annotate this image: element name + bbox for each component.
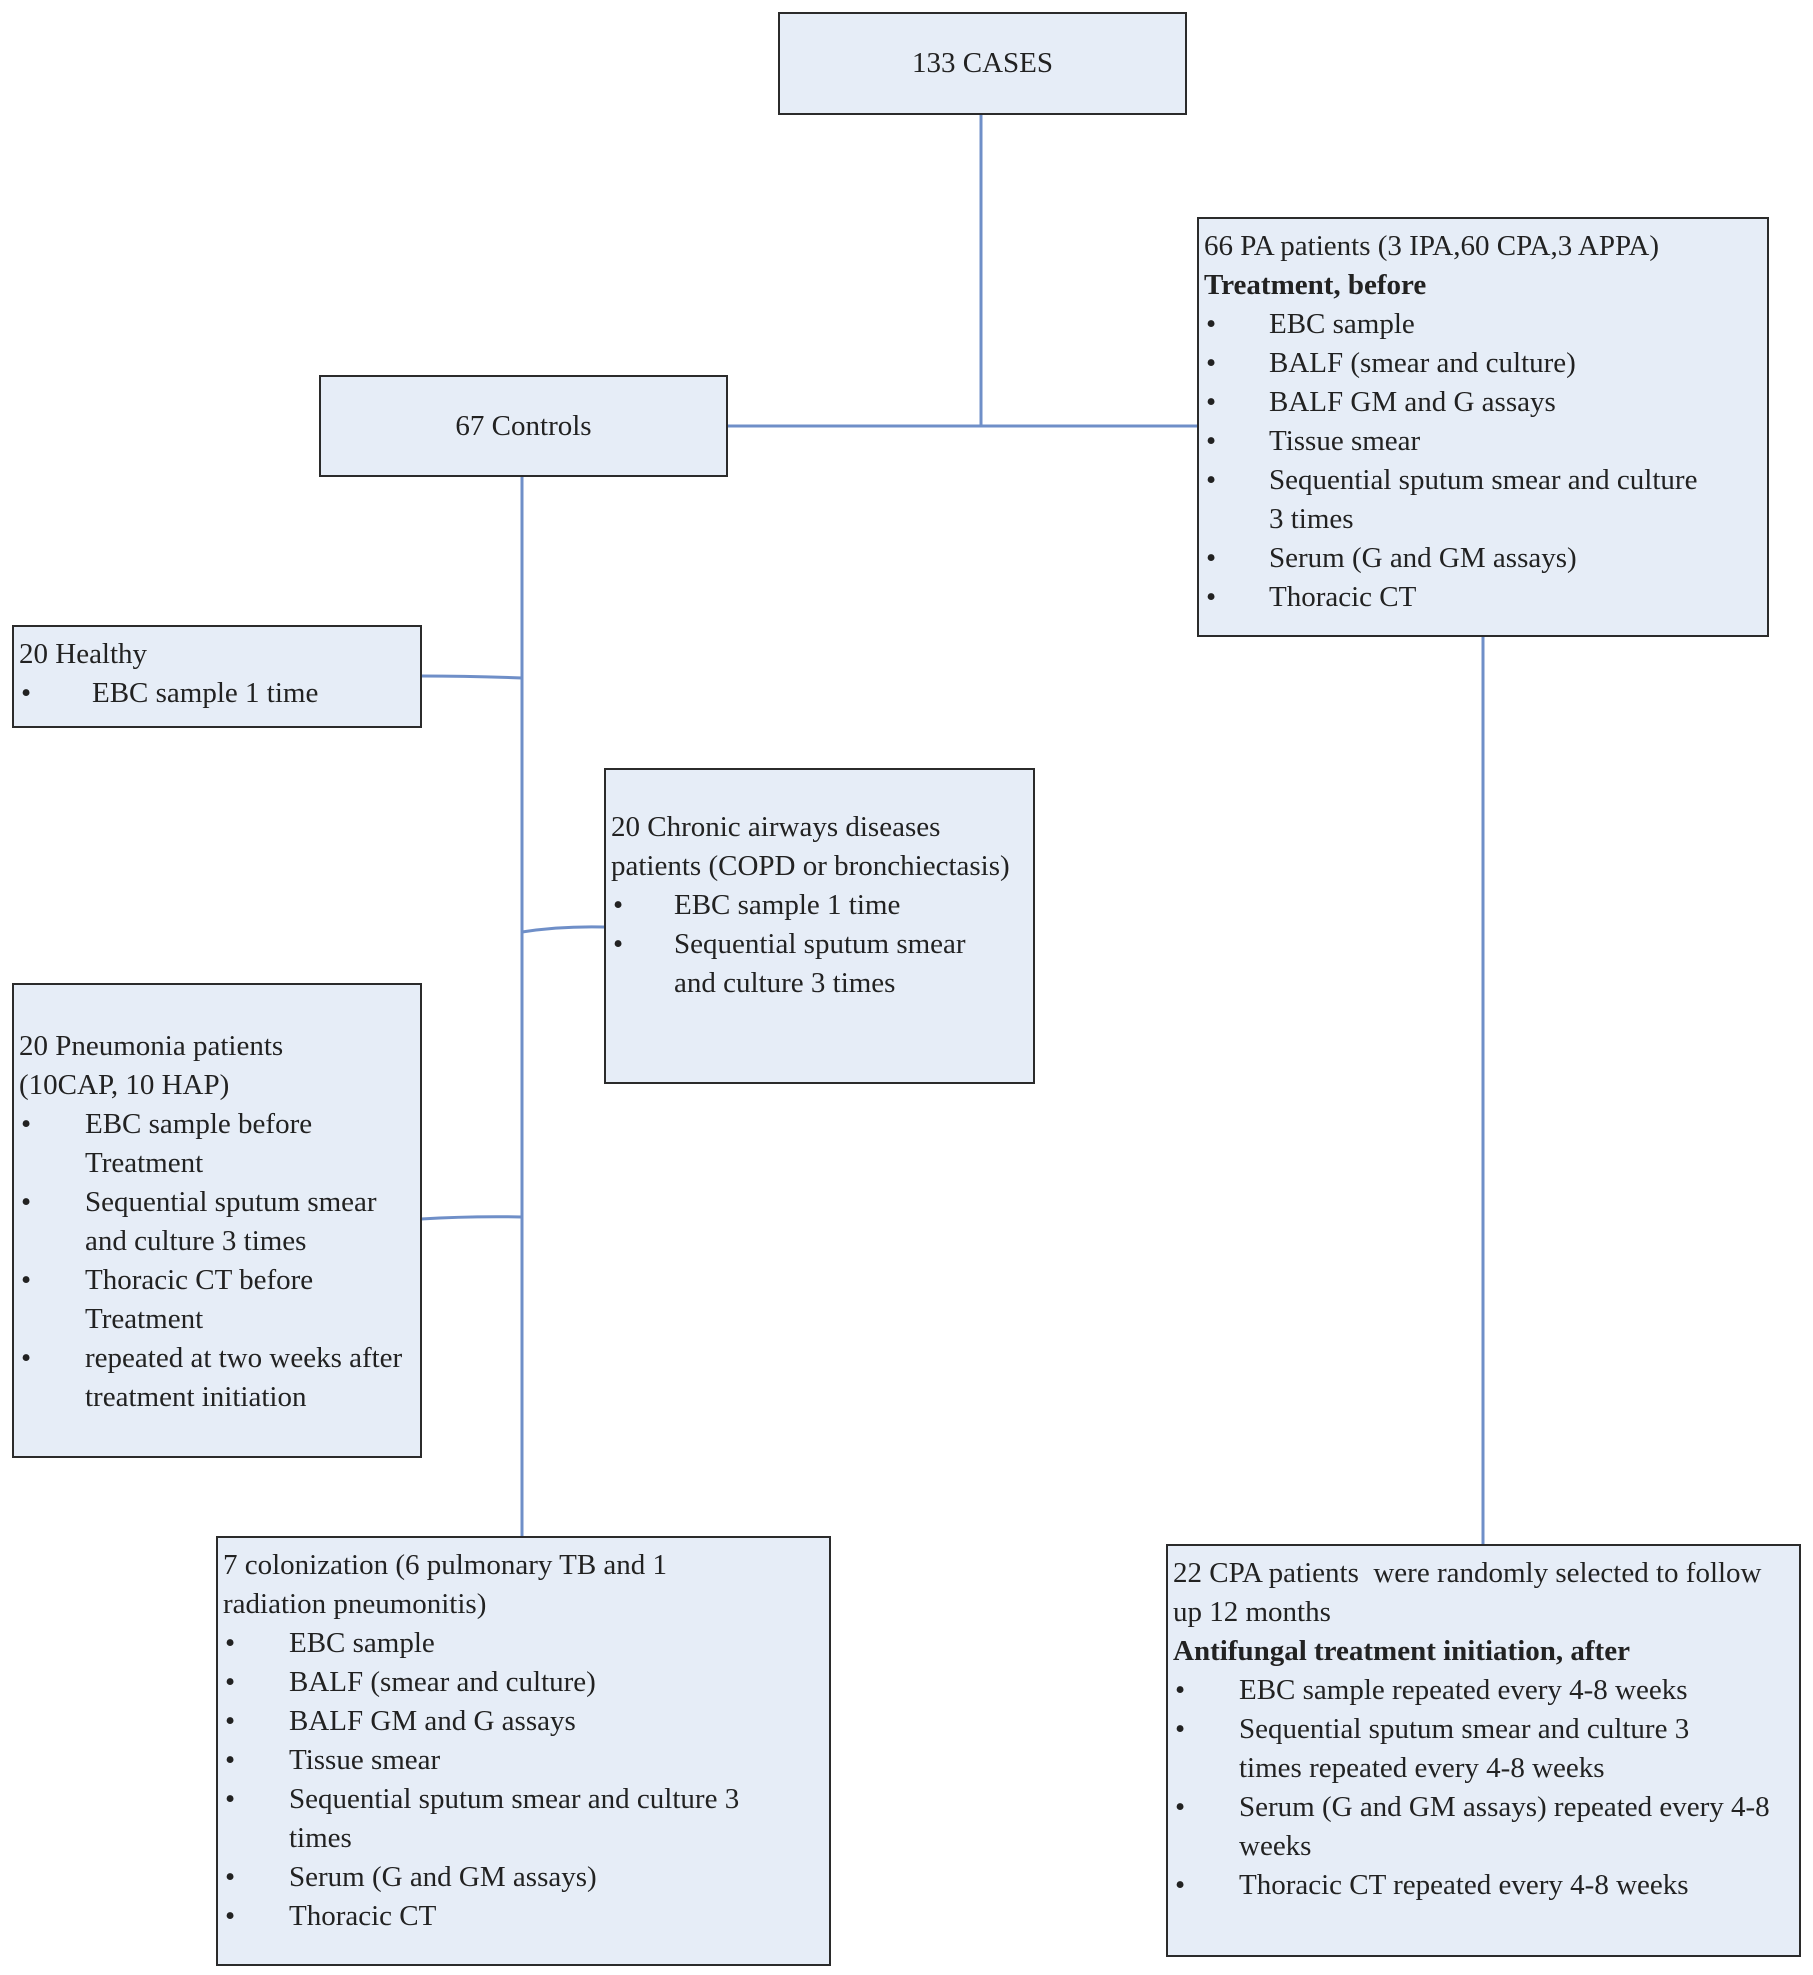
list-item: • EBC sample — [223, 1624, 809, 1663]
pa-patients-list: • EBC sample • BALF (smear and culture) … — [1204, 305, 1767, 617]
bullet-icon: • — [1175, 1674, 1186, 1706]
bullet-icon: • — [225, 1666, 236, 1698]
healthy-box: 20 Healthy • EBC sample 1 time — [12, 625, 422, 728]
pa-patients-title: 66 PA patients (3 IPA,60 CPA,3 APPA) — [1204, 230, 1660, 262]
bullet-icon: • — [21, 1264, 32, 1296]
bullet-icon: • — [225, 1627, 236, 1659]
cpa-followup-title: 22 CPA patients were randomly selected t… — [1173, 1557, 1769, 1628]
connector-to-chronic — [521, 925, 605, 934]
pneumonia-list: • EBC sample before Treatment • Sequenti… — [19, 1105, 420, 1417]
bullet-icon: • — [1206, 308, 1217, 340]
pneumonia-title: 20 Pneumonia patients (10CAP, 10 HAP) — [19, 1030, 291, 1101]
list-item: • Serum (G and GM assays) — [1204, 539, 1719, 578]
list-item: • Sequential sputum smear and culture 3 … — [1173, 1710, 1759, 1788]
bullet-icon: • — [1206, 425, 1217, 457]
list-item: • Sequential sputum smear and culture 3 … — [19, 1183, 405, 1261]
bullet-icon: • — [21, 677, 32, 709]
chronic-airways-title: 20 Chronic airways diseases patients (CO… — [611, 811, 1010, 882]
list-item: • BALF GM and G assays — [223, 1702, 809, 1741]
list-item: • EBC sample 1 time — [19, 674, 420, 713]
bullet-icon: • — [613, 928, 624, 960]
list-item: • Sequential sputum smear and culture 3 … — [611, 925, 1014, 1003]
list-item: • Sequential sputum smear and culture 3 … — [223, 1780, 789, 1858]
pa-patients-box: 66 PA patients (3 IPA,60 CPA,3 APPA) Tre… — [1197, 217, 1769, 637]
healthy-title: 20 Healthy — [19, 638, 148, 670]
bullet-icon: • — [225, 1900, 236, 1932]
list-item: • Thoracic CT before Treatment — [19, 1261, 355, 1339]
root-cases-label: 133 CASES — [911, 47, 1053, 79]
list-item: • Serum (G and GM assays) — [223, 1858, 809, 1897]
bullet-icon: • — [21, 1108, 32, 1140]
pneumonia-box: 20 Pneumonia patients (10CAP, 10 HAP) • … — [12, 983, 422, 1458]
bullet-icon: • — [225, 1744, 236, 1776]
list-item: • BALF GM and G assays — [1204, 383, 1719, 422]
bullet-icon: • — [225, 1783, 236, 1815]
controls-box: 67 Controls — [319, 375, 728, 477]
chronic-airways-list: • EBC sample 1 time • Sequential sputum … — [611, 886, 1033, 1003]
list-item: • Sequential sputum smear and culture 3 … — [1204, 461, 1709, 539]
list-item: • EBC sample 1 time — [611, 886, 1014, 925]
list-item: • Serum (G and GM assays) repeated every… — [1173, 1788, 1794, 1866]
bullet-icon: • — [1206, 464, 1217, 496]
bullet-icon: • — [1175, 1869, 1186, 1901]
list-item: • repeated at two weeks after treatment … — [19, 1339, 405, 1417]
bullet-icon: • — [21, 1186, 32, 1218]
list-item: • EBC sample — [1204, 305, 1719, 344]
cpa-followup-subtitle: Antifungal treatment initiation, after — [1173, 1635, 1630, 1667]
colonization-title: 7 colonization (6 pulmonary TB and 1 rad… — [223, 1549, 675, 1620]
root-cases-box: 133 CASES — [778, 12, 1187, 115]
list-item: • EBC sample repeated every 4-8 weeks — [1173, 1671, 1794, 1710]
bullet-icon: • — [1206, 347, 1217, 379]
list-item: • BALF (smear and culture) — [223, 1663, 809, 1702]
list-item: • Thoracic CT — [223, 1897, 809, 1936]
pa-patients-subtitle: Treatment, before — [1204, 269, 1427, 301]
bullet-icon: • — [1206, 542, 1217, 574]
cpa-followup-box: 22 CPA patients were randomly selected t… — [1166, 1544, 1801, 1957]
bullet-icon: • — [1175, 1713, 1186, 1745]
bullet-icon: • — [225, 1861, 236, 1893]
healthy-list: • EBC sample 1 time — [19, 674, 420, 713]
list-item: • Tissue smear — [1204, 422, 1719, 461]
colonization-box: 7 colonization (6 pulmonary TB and 1 rad… — [216, 1536, 831, 1966]
list-item: • EBC sample before Treatment — [19, 1105, 405, 1183]
connector-to-pneumonia — [420, 1215, 523, 1221]
list-item: • Thoracic CT — [1204, 578, 1719, 617]
list-item: • Thoracic CT repeated every 4-8 weeks — [1173, 1866, 1794, 1905]
bullet-icon: • — [1206, 386, 1217, 418]
cpa-followup-list: • EBC sample repeated every 4-8 weeks • … — [1173, 1671, 1799, 1905]
chronic-airways-box: 20 Chronic airways diseases patients (CO… — [604, 768, 1035, 1084]
list-item: • Tissue smear — [223, 1741, 809, 1780]
bullet-icon: • — [1175, 1791, 1186, 1823]
bullet-icon: • — [613, 889, 624, 921]
colonization-list: • EBC sample • BALF (smear and culture) … — [223, 1624, 829, 1936]
controls-label: 67 Controls — [455, 409, 592, 442]
bullet-icon: • — [225, 1705, 236, 1737]
connector-to-healthy — [420, 674, 523, 680]
bullet-icon: • — [1206, 581, 1217, 613]
bullet-icon: • — [21, 1342, 32, 1374]
list-item: • BALF (smear and culture) — [1204, 344, 1719, 383]
